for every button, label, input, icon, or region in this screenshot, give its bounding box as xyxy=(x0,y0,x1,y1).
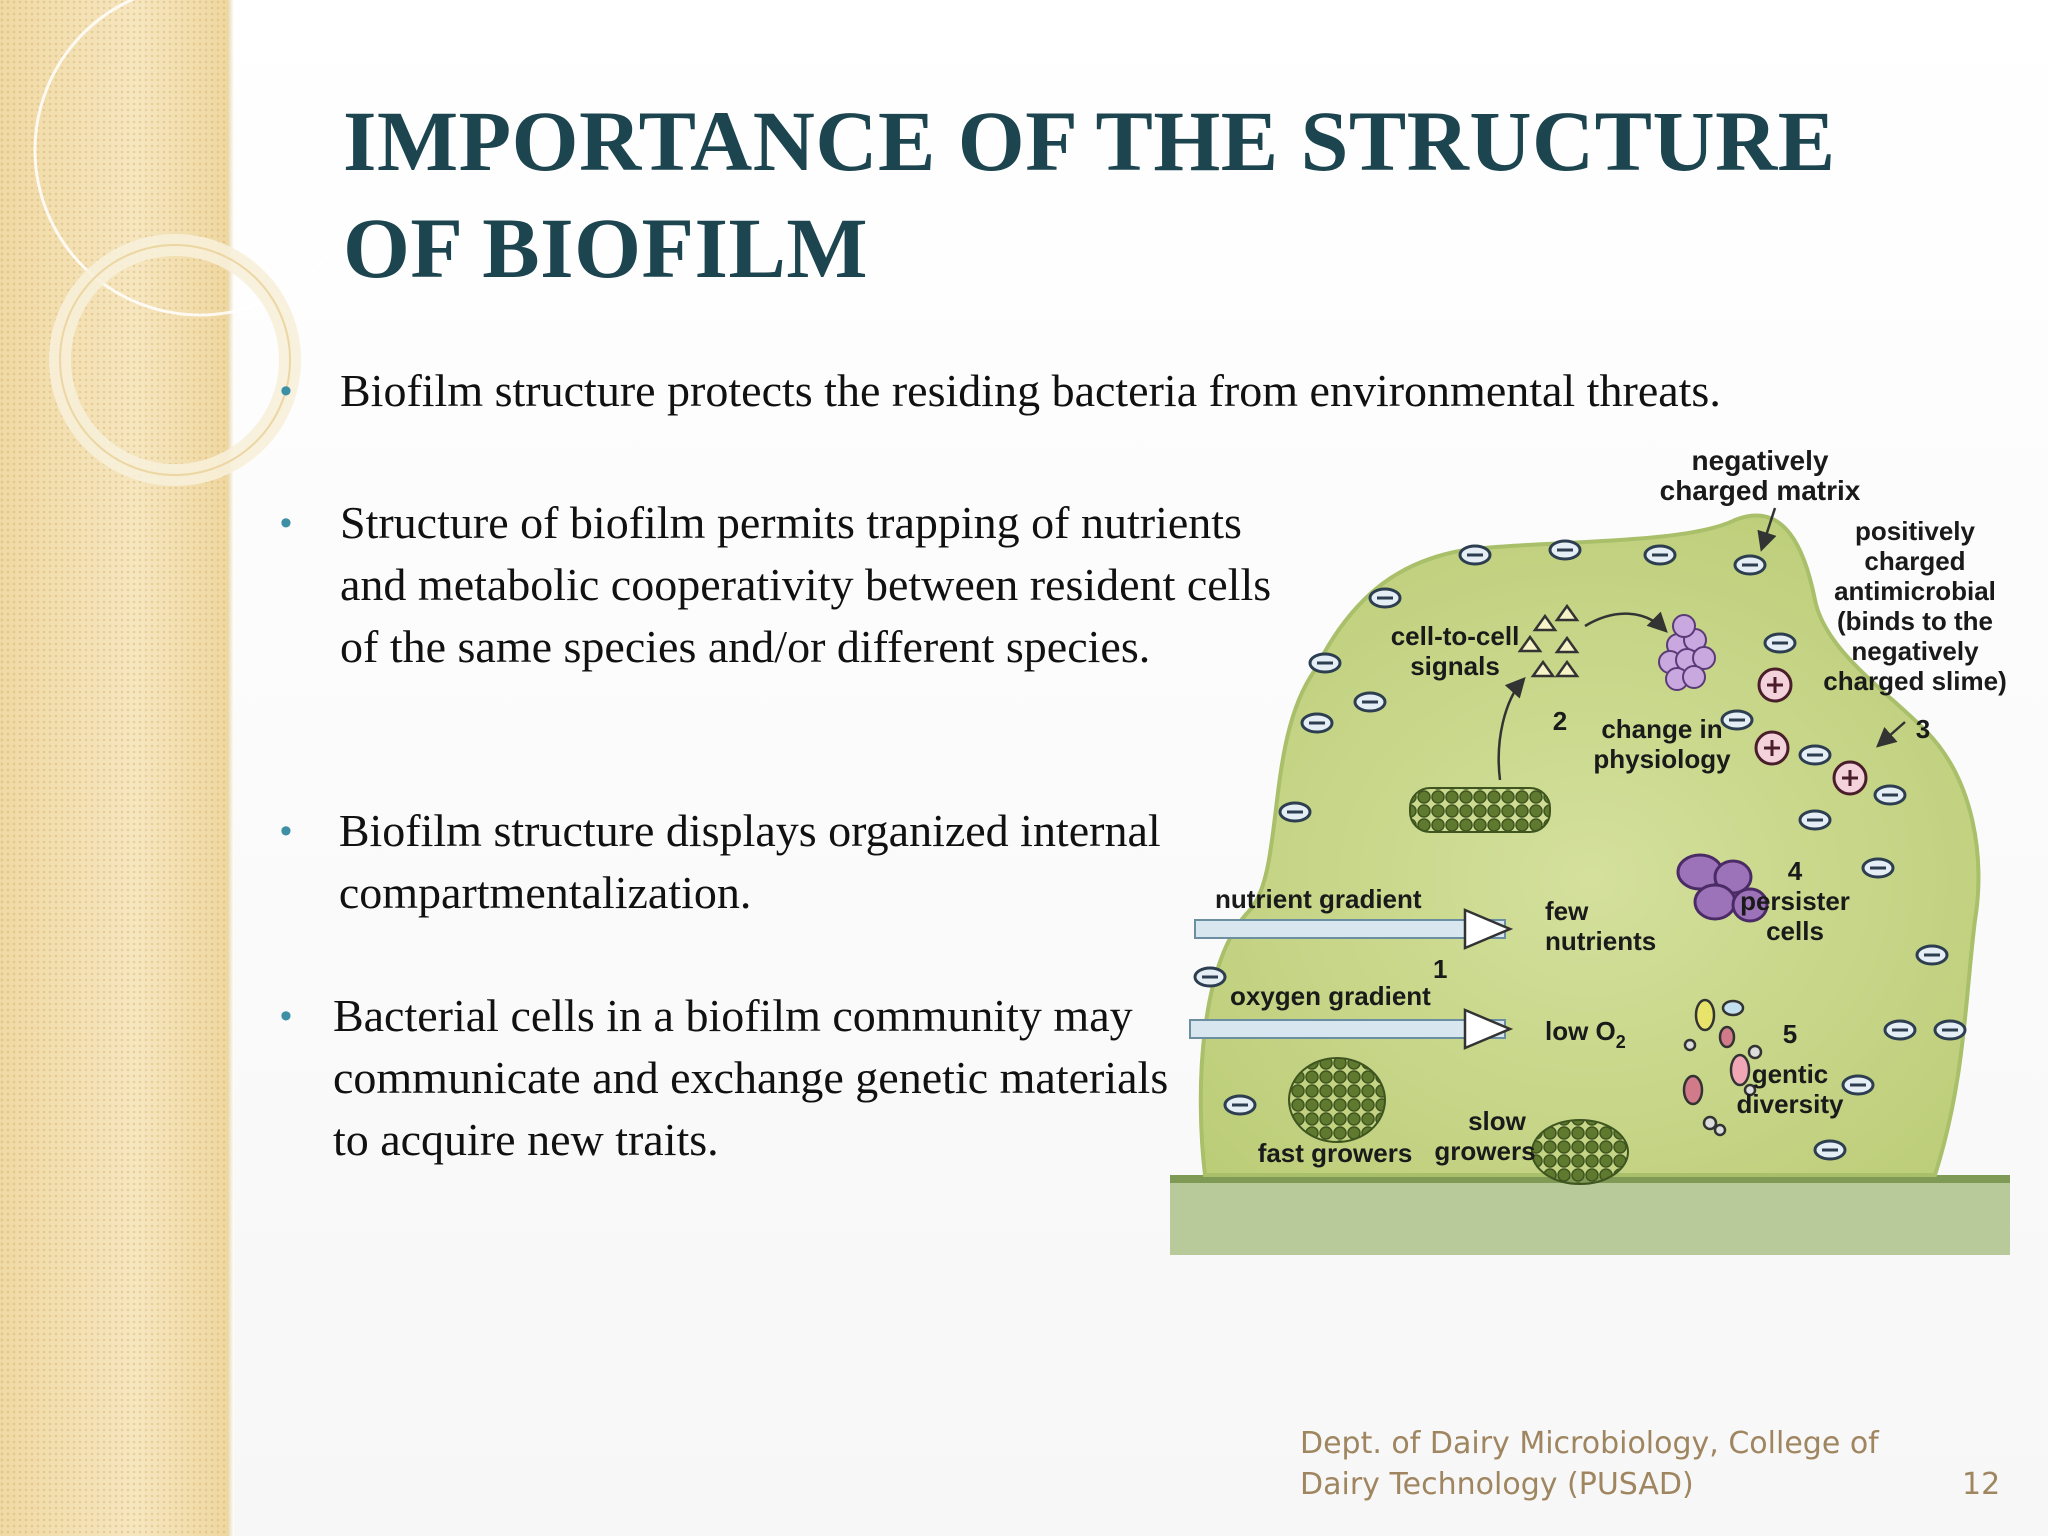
green-cell-colony xyxy=(1409,787,1551,833)
fast-growers-colony xyxy=(1288,1057,1386,1143)
label-number-4: 4 xyxy=(1788,856,1803,886)
label-cell-to-cell-signals: signals xyxy=(1410,651,1500,681)
label-persister-cells: persister xyxy=(1740,886,1850,916)
footer-line: Dairy Technology (PUSAD) xyxy=(1300,1467,1694,1502)
label-change-in-physiology: physiology xyxy=(1593,744,1731,774)
label-few-nutrients: few xyxy=(1545,896,1589,926)
signal-molecules xyxy=(1517,603,1580,678)
oxygen-gradient-arrow xyxy=(1189,1008,1514,1050)
bullet-marker: • xyxy=(280,504,292,542)
label-number-5: 5 xyxy=(1783,1019,1797,1049)
slow-growers-colony xyxy=(1531,1119,1629,1185)
bullet-text: Bacterial cells in a biofilm community m… xyxy=(332,990,1169,1165)
signal-origin-arrow xyxy=(1497,677,1526,781)
label-fast-growers: fast growers xyxy=(1258,1138,1413,1168)
bullet-marker: • xyxy=(280,997,292,1035)
label-positively-charged: charged xyxy=(1864,546,1965,576)
bullet-item: • Bacterial cells in a biofilm community… xyxy=(280,985,1180,1171)
label-number-2: 2 xyxy=(1553,706,1567,736)
label-oxygen-gradient: oxygen gradient xyxy=(1230,981,1431,1011)
bullet-item: • Biofilm structure protects the residin… xyxy=(280,360,1721,422)
footer-line: Dept. of Dairy Microbiology, College of xyxy=(1300,1426,1879,1461)
label-negatively-charged-matrix: negatively xyxy=(1692,445,1829,476)
label-positively-charged: charged slime) xyxy=(1823,666,2007,696)
label-genetic-diversity: diversity xyxy=(1737,1089,1844,1119)
bullet-text: Biofilm structure protects the residing … xyxy=(340,365,1721,416)
positive-pointer-arrow xyxy=(1876,721,1906,748)
negative-charge-icons xyxy=(1193,539,1967,1161)
persister-cells xyxy=(1676,853,1769,923)
positive-charge-icons xyxy=(1754,667,1868,796)
purple-cell-cluster xyxy=(1658,614,1716,691)
bullet-marker: • xyxy=(280,372,292,410)
matrix-pointer-arrow xyxy=(1757,507,1777,552)
biofilm-diagram: negatively charged matrix positively cha… xyxy=(1170,445,2010,1255)
slide-footer: Dept. of Dairy Microbiology, College of … xyxy=(1300,1423,1900,1505)
substrate-surface xyxy=(1170,1175,2010,1255)
label-slow-growers: growers xyxy=(1434,1136,1535,1166)
bullet-marker: • xyxy=(280,812,292,850)
label-slow-growers: slow xyxy=(1468,1106,1527,1136)
page-number: 12 xyxy=(1962,1467,2001,1502)
nutrient-gradient-arrow xyxy=(1194,908,1514,950)
label-nutrient-gradient: nutrient gradient xyxy=(1215,884,1422,914)
bullet-text: Biofilm structure displays organized int… xyxy=(338,805,1161,918)
side-band-edge xyxy=(228,0,234,1536)
label-positively-charged: positively xyxy=(1855,516,1975,546)
label-positively-charged: negatively xyxy=(1851,636,1979,666)
bullet-item: • Structure of biofilm permits trapping … xyxy=(280,492,1300,678)
label-number-3: 3 xyxy=(1916,714,1930,744)
diverse-cells xyxy=(1682,998,1763,1137)
label-positively-charged: (binds to the xyxy=(1837,606,1993,636)
bullet-item: • Biofilm structure displays organized i… xyxy=(280,800,1280,924)
label-cell-to-cell-signals: cell-to-cell xyxy=(1391,621,1520,651)
label-persister-cells: cells xyxy=(1766,916,1824,946)
label-number-1: 1 xyxy=(1433,954,1447,984)
label-genetic-diversity: gentic xyxy=(1752,1059,1829,1089)
label-negatively-charged-matrix: charged matrix xyxy=(1660,475,1861,506)
label-positively-charged: antimicrobial xyxy=(1834,576,1996,606)
label-change-in-physiology: change in xyxy=(1601,714,1722,744)
bullet-text: Structure of biofilm permits trapping of… xyxy=(340,497,1272,672)
slide-title: IMPORTANCE OF THE STRUCTURE OF BIOFILM xyxy=(343,93,1836,296)
label-low-o2: low O2 xyxy=(1545,1016,1626,1052)
decorative-rings xyxy=(33,0,330,486)
label-few-nutrients: nutrients xyxy=(1545,926,1656,956)
signal-arrow xyxy=(1584,611,1668,633)
